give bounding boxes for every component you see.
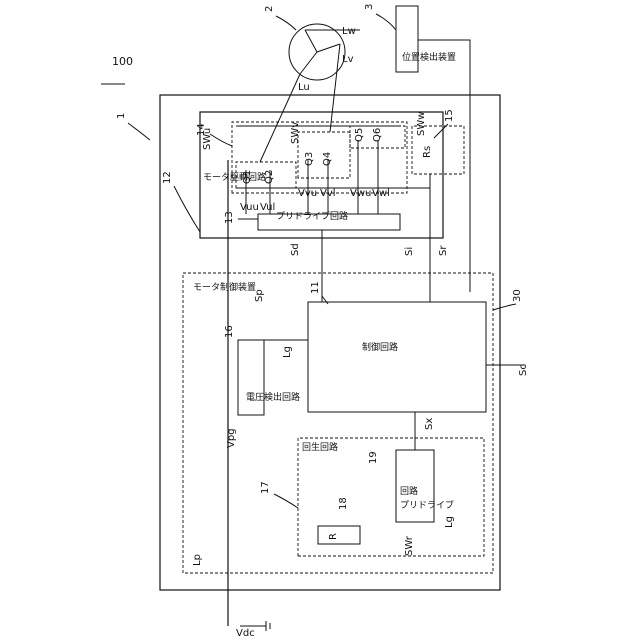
- label-Vwu: Vwu: [350, 188, 371, 199]
- motor-drive-circuit-label: モータ駆動回路: [203, 171, 266, 183]
- label-Lg2: Lg: [444, 516, 455, 528]
- ref-2-leader: [276, 16, 296, 30]
- label-Vvl: Vvl: [320, 188, 336, 199]
- label-Lu: Lu: [298, 82, 310, 93]
- figure-number: 100: [112, 55, 133, 68]
- predriver-regen-label-1: プリドライブ: [400, 499, 454, 511]
- ref-3-leader: [376, 14, 396, 30]
- label-SWr: SWr: [404, 535, 415, 556]
- label-Q1: Q1: [242, 170, 253, 184]
- label-Sx: Sx: [424, 418, 435, 430]
- predriver-regen-box: [396, 450, 434, 522]
- ref-11: 11: [310, 281, 321, 294]
- ref-16: 16: [224, 325, 235, 338]
- ref-15: 15: [444, 109, 455, 122]
- label-Sd: Sd: [290, 243, 301, 256]
- predriver-top-label: プリドライブ回路: [276, 210, 348, 222]
- label-Vdc: Vdc: [236, 628, 255, 639]
- label-Sr: Sr: [438, 245, 449, 256]
- ref-30: 30: [512, 289, 523, 302]
- ref-2: 2: [264, 6, 275, 12]
- ref-19: 19: [368, 451, 379, 464]
- ref-12: 12: [162, 171, 173, 184]
- regen-circuit-label: 回生回路: [302, 441, 338, 453]
- phase-v-wire: [330, 44, 340, 132]
- control-circuit-box: [308, 302, 486, 412]
- label-Lw: Lw: [342, 26, 356, 37]
- label-Sp: Sp: [254, 289, 265, 302]
- label-Si: Si: [404, 247, 415, 256]
- label-Vvu: Vvu: [298, 188, 317, 199]
- ref-1: 1: [116, 113, 127, 119]
- ref-14-leader: [210, 134, 232, 146]
- phase-u-wire: [260, 74, 300, 162]
- ref-1-leader: [128, 123, 150, 140]
- ref-17: 17: [260, 481, 271, 494]
- label-Q6: Q6: [372, 128, 383, 142]
- voltage-detection-label: 電圧検出回路: [246, 391, 300, 403]
- ref-3: 3: [364, 4, 375, 10]
- label-Rs: Rs: [422, 146, 433, 158]
- label-Vul: Vul: [260, 202, 275, 213]
- label-Vuu: Vuu: [240, 202, 259, 213]
- position-detector-label: 位置検出装置: [402, 51, 456, 63]
- label-R: R: [328, 533, 339, 540]
- label-Lp: Lp: [192, 554, 203, 566]
- label-Q3: Q3: [304, 152, 315, 166]
- ref-17-leader: [274, 494, 298, 508]
- label-Sc: Sc: [518, 364, 529, 376]
- ref-12-leader: [174, 186, 200, 232]
- resistor-box: [318, 526, 360, 544]
- motor-windings: [300, 30, 340, 74]
- motor-control-device-label: モータ制御装置: [193, 281, 256, 293]
- predriver-regen-label-2: 回路: [400, 485, 418, 497]
- label-Q5: Q5: [354, 128, 365, 142]
- label-SWu: SWu: [202, 128, 213, 150]
- control-circuit-label: 制御回路: [362, 341, 398, 353]
- voltage-detection-box: [238, 340, 264, 415]
- label-SWw: SWw: [416, 112, 427, 136]
- ref-13: 13: [224, 211, 235, 224]
- label-Lv: Lv: [342, 54, 354, 65]
- ref-18: 18: [338, 497, 349, 510]
- label-SWv: SWv: [290, 122, 301, 144]
- label-Lg1: Lg: [282, 346, 293, 358]
- ref-30-leader: [493, 304, 516, 310]
- label-Vwl: Vwl: [372, 188, 390, 199]
